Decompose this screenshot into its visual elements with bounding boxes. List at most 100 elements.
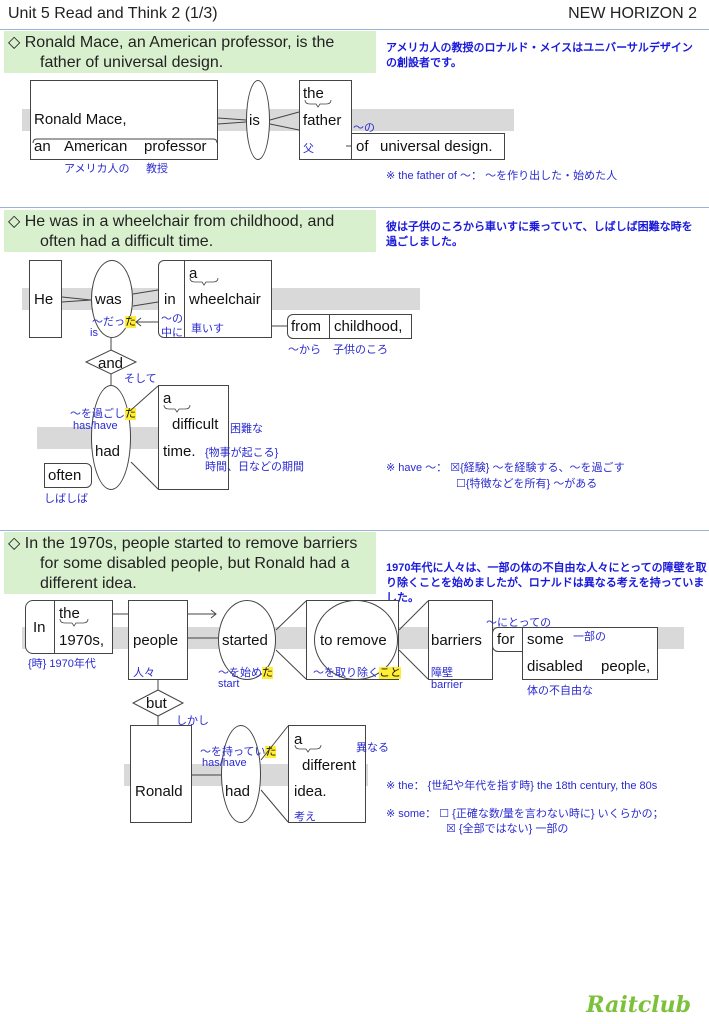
note: ☐{特徴などを所有} ～がある <box>456 478 598 490</box>
word: a <box>189 265 198 282</box>
gloss: has/have <box>73 420 118 432</box>
gloss: 考え <box>294 811 316 823</box>
prep-box <box>158 260 272 338</box>
divider <box>184 260 185 338</box>
divider <box>0 207 709 208</box>
object-box <box>428 600 493 680</box>
word: is <box>249 112 260 129</box>
subject-box <box>130 725 192 823</box>
word: idea. <box>294 783 327 800</box>
gloss: is <box>90 327 98 339</box>
word: started <box>222 632 268 649</box>
note: ※ some： ☐ {正確な数/量を言わない時に} いくらかの； <box>386 808 664 820</box>
word: wheelchair <box>189 291 261 308</box>
conjunction: but <box>146 695 167 712</box>
word: American <box>64 138 128 155</box>
word: He <box>34 291 54 308</box>
verb-ellipse <box>218 600 276 680</box>
infinitive-ellipse <box>314 600 398 680</box>
word: the <box>59 605 80 622</box>
gloss: アメリカ人の <box>64 163 130 175</box>
gloss: barrier <box>431 679 463 691</box>
divider <box>329 314 330 339</box>
gloss: しばしば <box>44 493 88 505</box>
word: Ronald Mace, <box>34 111 127 128</box>
gloss: ～を始めた <box>218 667 273 679</box>
word: difficult <box>172 416 219 433</box>
word: different <box>302 757 356 774</box>
prep-phrase-box <box>352 133 505 160</box>
word: childhood, <box>334 318 403 335</box>
word: people, <box>601 658 651 675</box>
word: often <box>48 467 82 484</box>
divider <box>54 600 55 654</box>
word: people <box>133 632 179 649</box>
gloss: ～だった <box>92 316 136 328</box>
divider <box>0 530 709 531</box>
sentence-2: ◇ He was in a wheelchair from childhood,… <box>4 210 376 252</box>
gloss: 子供のころ <box>333 344 388 356</box>
gloss: {時} 1970年代 <box>28 658 96 670</box>
gloss: ～を過ごした <box>70 408 136 420</box>
word: a <box>163 390 172 407</box>
word: had <box>95 443 121 460</box>
word: barriers <box>431 632 482 649</box>
textbook-name: NEW HORIZON 2 <box>568 5 697 22</box>
word: an <box>34 138 51 155</box>
gloss: ～の <box>353 122 375 134</box>
word: of <box>356 138 369 155</box>
adverb-box <box>44 463 92 488</box>
complement-box <box>299 80 352 160</box>
gloss: 時間、日などの期間 <box>205 461 304 473</box>
word: 1970s, <box>59 632 105 649</box>
note: ☒ {全部ではない} 一部の <box>446 823 569 835</box>
note: ※ the： {世紀や年代を指す時} the 18th century, the… <box>386 780 658 792</box>
verb-ellipse <box>91 385 131 490</box>
gloss: 一部の <box>573 631 606 643</box>
subject-box <box>128 600 188 680</box>
word: had <box>225 783 251 800</box>
object-box <box>288 725 366 823</box>
note: ※ the father of ～： ～を作り出した・始めた人 <box>386 170 618 182</box>
gloss: has/have <box>202 757 247 769</box>
word: for <box>497 631 515 648</box>
gloss: 体の不自由な <box>527 685 593 697</box>
prep-object-box <box>522 627 658 680</box>
gloss: ～を取り除くこと <box>313 667 401 679</box>
word: the <box>303 85 324 102</box>
word: In <box>33 619 46 636</box>
gloss: start <box>218 678 240 690</box>
gloss: ～から <box>288 344 321 356</box>
word: from <box>291 318 321 335</box>
gloss: 困難な <box>230 423 263 435</box>
object-box <box>158 385 229 490</box>
gloss: そして <box>124 373 157 385</box>
translation-2: 彼は子供のころから車いすに乗っていて、しばしば困難な時を過ごしました。 <box>386 221 693 248</box>
subject-box <box>29 260 62 338</box>
verb-ellipse <box>91 260 133 338</box>
translation-1: アメリカ人の教授のロナルド・メイスはユニバーサルデザインの創設者です。 <box>386 42 693 69</box>
word: disabled <box>527 658 583 675</box>
subject-box <box>30 80 218 160</box>
gloss: 父 <box>303 143 314 155</box>
sentence-3: ◇ In the 1970s, people started to remove… <box>4 532 376 594</box>
gloss: 異なる <box>356 742 389 754</box>
gloss: 車いす <box>191 323 224 335</box>
word: in <box>164 291 176 308</box>
gloss: しかし <box>176 715 209 727</box>
gloss: 障壁 <box>431 667 453 679</box>
divider <box>0 29 709 30</box>
word: to remove <box>320 632 387 649</box>
word: time. <box>163 443 196 460</box>
prep-box <box>287 314 412 339</box>
gloss: ～にとっての <box>486 617 552 629</box>
word: a <box>294 731 303 748</box>
note: ※ have ～： ☒{経験} ～を経験する、～を過ごす <box>386 462 625 474</box>
conjunction: and <box>98 355 124 372</box>
word: father <box>303 112 342 129</box>
sentence-1: ◇ Ronald Mace, an American professor, is… <box>4 31 376 73</box>
word: some <box>527 631 564 648</box>
raitclub-logo: Raitclub <box>586 992 691 1018</box>
gloss: {物事が起こる} <box>205 447 279 459</box>
word: universal design. <box>380 138 493 155</box>
